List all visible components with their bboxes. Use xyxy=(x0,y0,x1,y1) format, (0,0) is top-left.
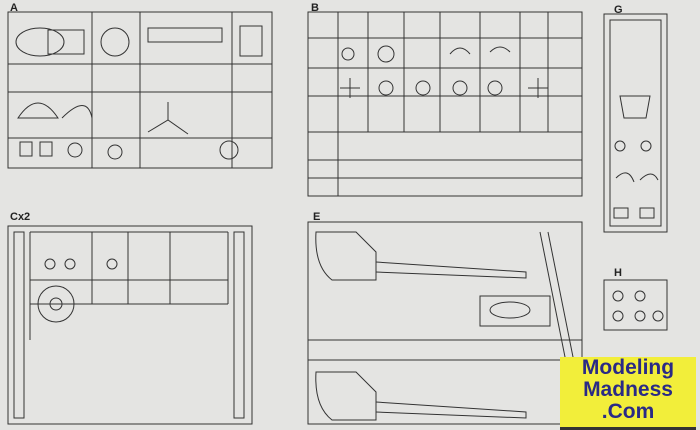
sprue-label-a: A xyxy=(10,2,18,14)
sprue-label-e: E xyxy=(313,211,321,223)
sprue-cx2-frame xyxy=(7,225,253,425)
sprue-b-frame xyxy=(307,11,583,197)
watermark-line-3: .Com xyxy=(601,400,655,423)
sprue-label-h: H xyxy=(614,267,622,279)
sprue-h-frame xyxy=(603,279,668,331)
watermark-logo: Modeling Madness .Com xyxy=(560,357,696,430)
watermark-line-1: Modeling xyxy=(581,356,675,379)
sprue-label-cx2: Cx2 xyxy=(10,211,31,223)
sprue-e-frame xyxy=(307,221,583,425)
sprue-label-g: G xyxy=(614,4,623,16)
watermark-line-2: Madness xyxy=(583,378,673,401)
sprue-a-frame xyxy=(7,11,273,169)
sprue-g-frame xyxy=(603,13,668,233)
sprue-label-b: B xyxy=(311,2,319,14)
